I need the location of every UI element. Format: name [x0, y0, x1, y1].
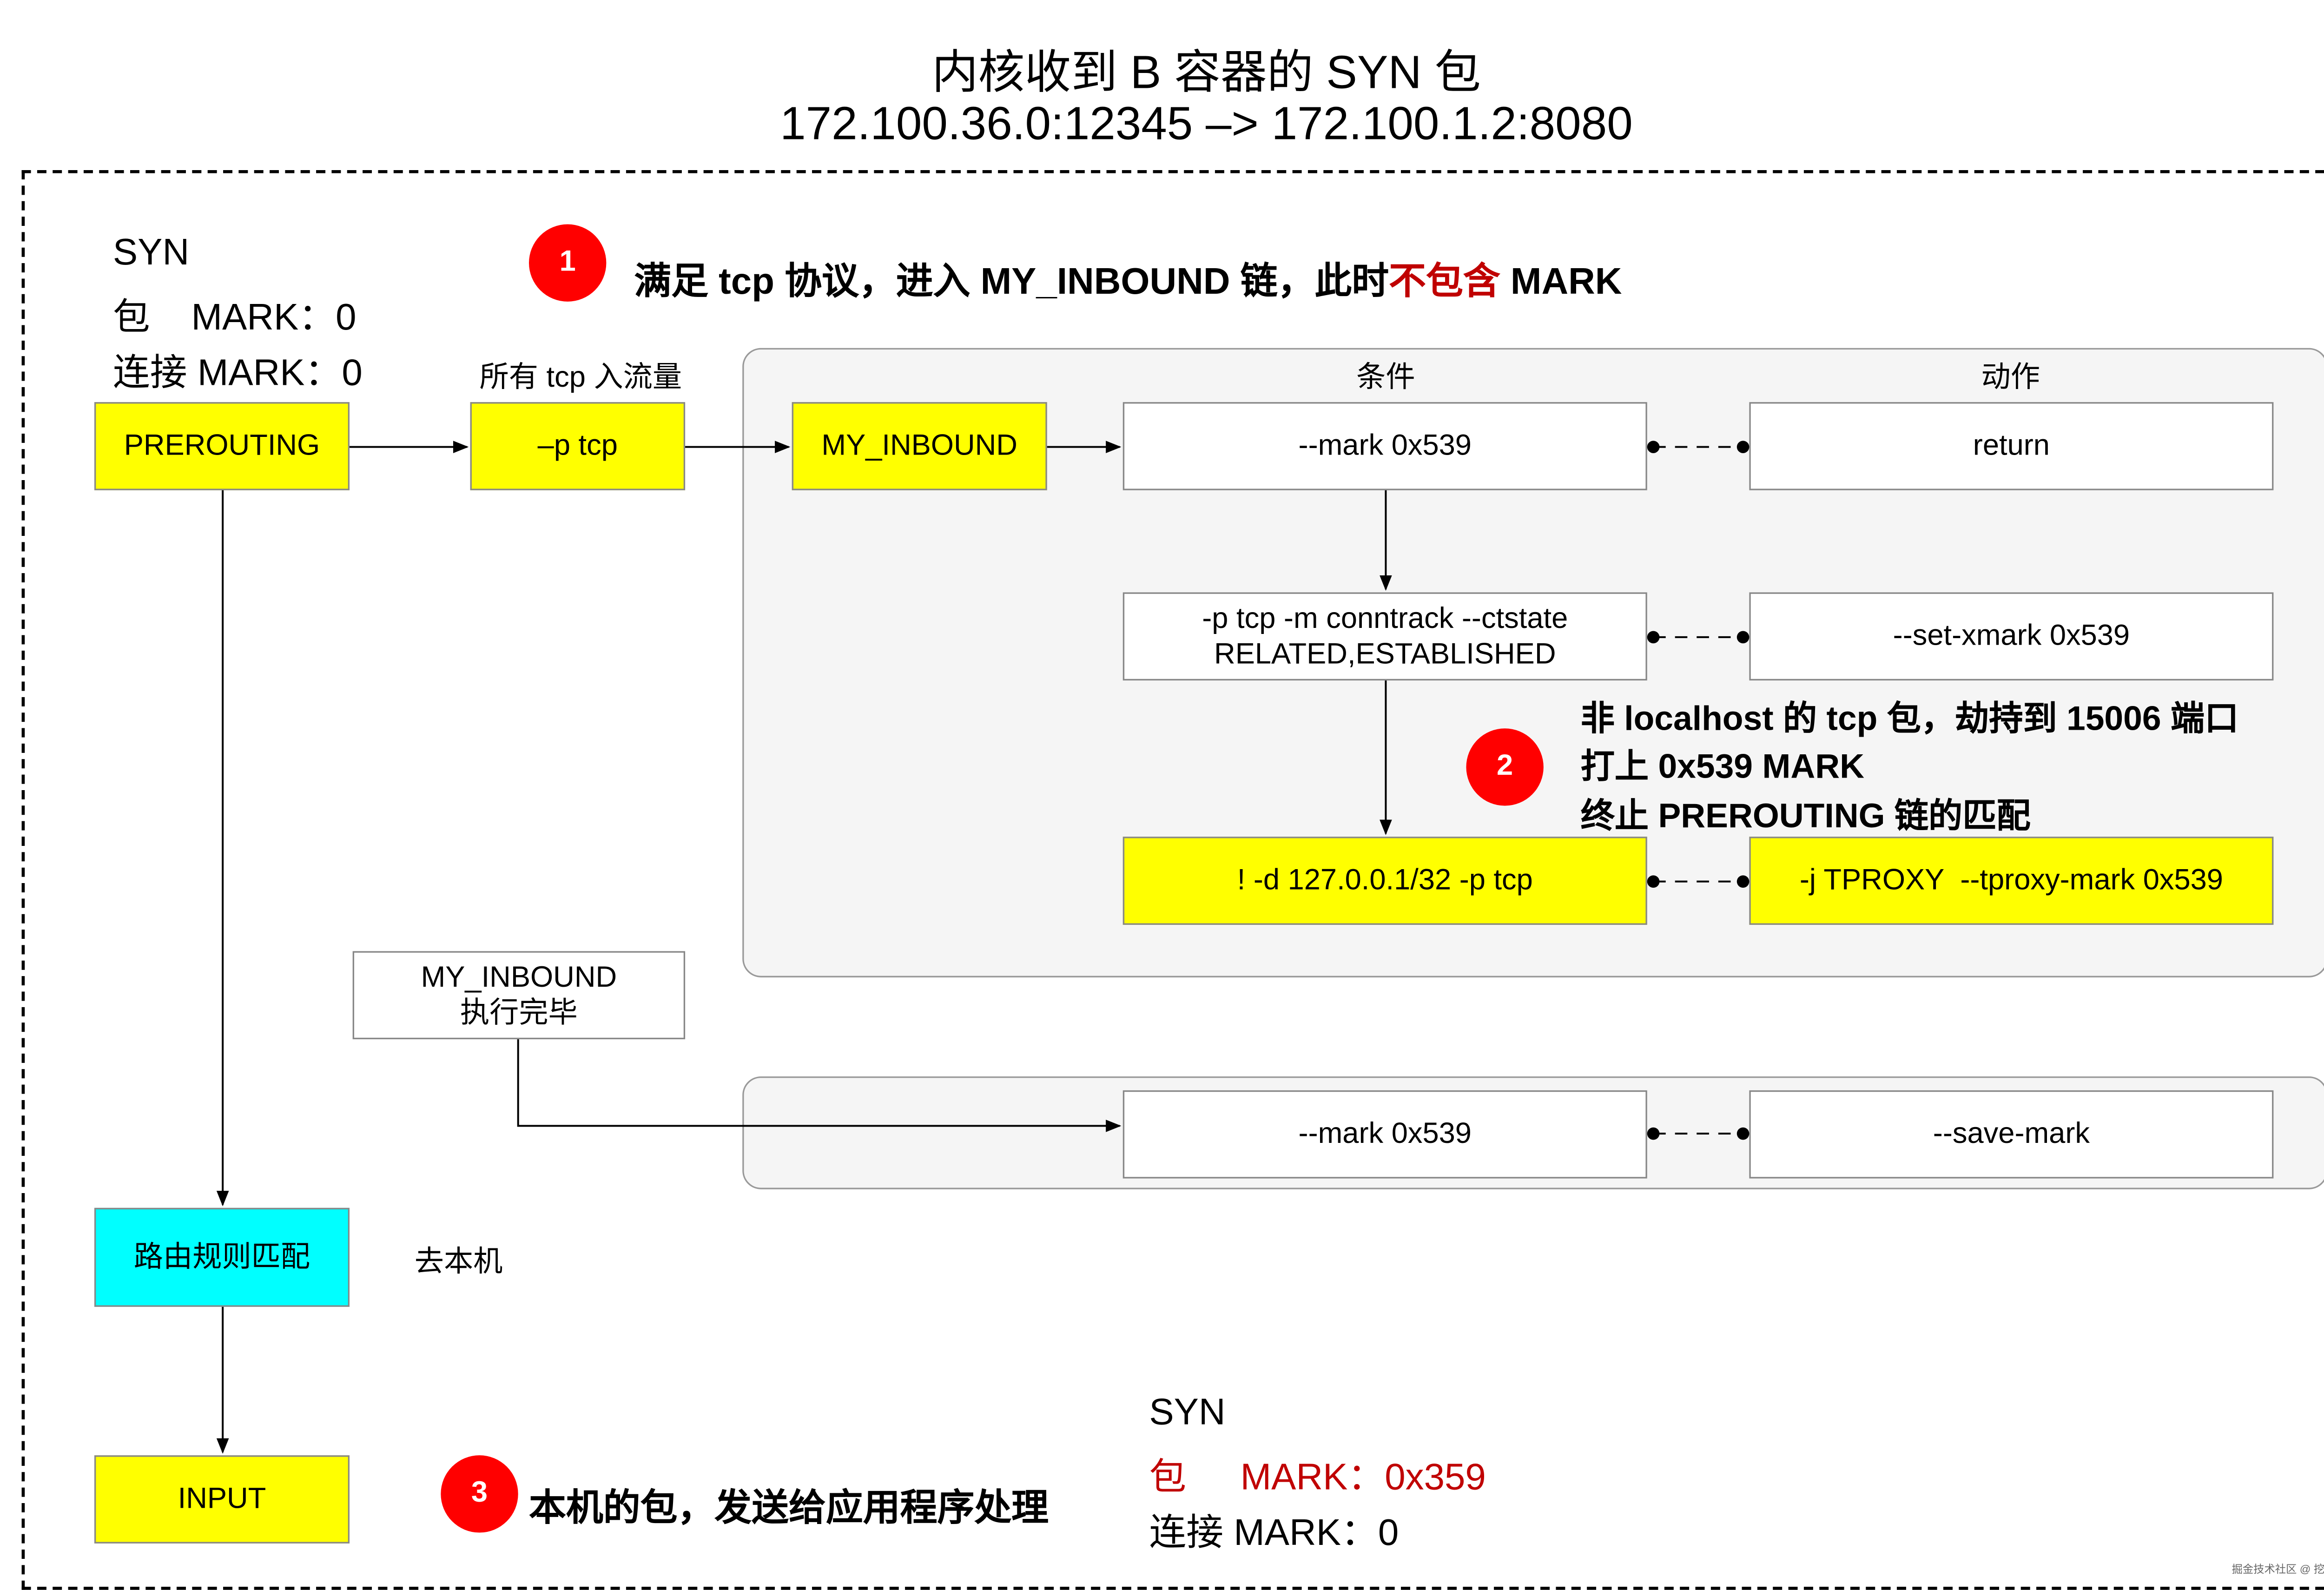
rule-4-action: --save-mark — [1749, 1090, 2274, 1179]
dot — [1736, 1127, 1750, 1140]
my-inbound-done-line-2: 执行完毕 — [460, 996, 578, 1029]
step-2-line-3: 终止 PREROUTING 链的匹配 — [1580, 796, 2031, 835]
rule-2-condition-line-1: -p tcp -m conntrack --ctstate — [1202, 602, 1568, 635]
rule-3-condition: ! -d 127.0.0.1/32 -p tcp — [1122, 837, 1647, 925]
input-node: INPUT — [94, 1455, 350, 1544]
p-tcp-node: –p tcp — [470, 402, 686, 490]
my-inbound-done-node: MY_INBOUND 执行完毕 — [352, 951, 686, 1040]
step-1-text-end: MARK — [1500, 261, 1622, 303]
rule-2-action: --set-xmark 0x539 — [1749, 592, 2274, 681]
dot — [1736, 631, 1750, 644]
final-syn: SYN — [1149, 1392, 1226, 1434]
rule-2-condition-line-2: RELATED,ESTABLISHED — [1214, 638, 1556, 671]
rule-3-action: -j TPROXY --tproxy-mark 0x539 — [1749, 837, 2274, 925]
my-inbound-node: MY_INBOUND — [792, 402, 1047, 490]
routing-node: 路由规则匹配 — [94, 1207, 350, 1307]
column-condition: 条件 — [1356, 362, 1415, 395]
title-line-2: 172.100.36.0:12345 –> 172.100.1.2:8080 — [780, 99, 1633, 150]
rule-2-condition: -p tcp -m conntrack --ctstate RELATED,ES… — [1122, 592, 1647, 681]
dot — [1647, 631, 1660, 644]
rule-1-condition: --mark 0x539 — [1122, 402, 1647, 490]
dot — [1736, 875, 1750, 888]
rule-1-action: return — [1749, 402, 2274, 490]
step-1-text-main: 满足 tcp 协议，进入 MY_INBOUND 链，此时 — [634, 261, 1389, 303]
step-1-highlight: 不包含 — [1389, 261, 1500, 303]
step-3-text: 本机的包，发送给应用程序处理 — [529, 1488, 1049, 1530]
watermark: 掘金技术社区 @ 挖坑的张师傅 — [2232, 1565, 2324, 1576]
local-label: 去本机 — [414, 1246, 503, 1279]
column-action: 动作 — [1981, 362, 2040, 395]
arrow-done-to-rule4 — [517, 1039, 1122, 1132]
final-packet-label: 包 — [1149, 1457, 1187, 1499]
my-inbound-done-line-1: MY_INBOUND — [421, 961, 617, 994]
dot — [1647, 441, 1660, 453]
step-3-badge: 3 — [441, 1455, 518, 1533]
dot — [1736, 441, 1750, 453]
initial-syn: SYN — [112, 232, 190, 274]
all-tcp-label: 所有 tcp 入流量 — [479, 362, 682, 395]
initial-packet-mark: 包 MARK：0 — [112, 297, 357, 339]
dot — [1647, 1127, 1660, 1140]
rule-4-condition: --mark 0x539 — [1122, 1090, 1647, 1179]
prerouting-node: PREROUTING — [94, 402, 350, 490]
step-1-text: 满足 tcp 协议，进入 MY_INBOUND 链，此时不包含 MARK — [634, 251, 1622, 304]
initial-conn-mark: 连接 MARK：0 — [112, 352, 363, 395]
final-conn-mark: 连接 MARK：0 — [1149, 1512, 1399, 1555]
step-1-badge: 1 — [529, 224, 607, 302]
step-2-line-1: 非 localhost 的 tcp 包，劫持到 15006 端口 — [1580, 699, 2239, 738]
title-line-1: 内核收到 B 容器的 SYN 包 — [931, 48, 1481, 99]
step-2-line-2: 打上 0x539 MARK — [1580, 747, 1864, 786]
step-2-badge: 2 — [1466, 728, 1544, 806]
dot — [1647, 875, 1660, 888]
final-packet-mark: MARK：0x359 — [1240, 1457, 1486, 1499]
